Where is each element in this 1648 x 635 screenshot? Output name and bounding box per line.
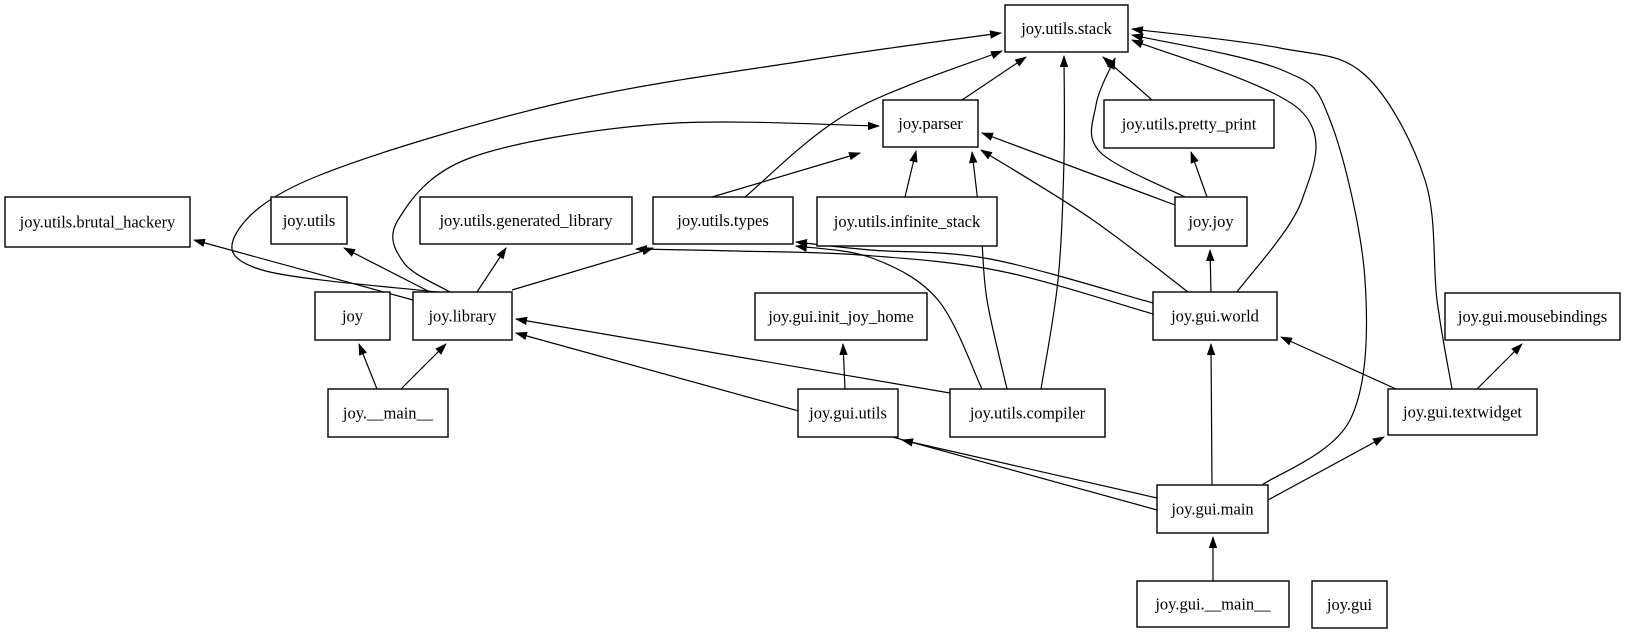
edge-joy_utils_types-to-joy_utils_stack [744,50,1003,198]
node-joy_gui_world: joy.gui.world [1152,291,1278,341]
node-label-joy_gui: joy.gui [1326,595,1373,614]
edge-joy_gui_world-to-joy_utils_stack [1131,39,1317,293]
node-box-joy_utils [270,196,348,245]
edge-joy_gui_utils-to-joy_gui_init_joy_home [839,343,848,390]
node-joy_gui: joy.gui [1311,580,1388,629]
edge-joy_gui_world-to-joy_parser [980,149,1189,293]
node-joy: joy [314,291,391,341]
edge-joy_utils_pretty_print-to-joy_utils_stack [1102,56,1153,101]
node-box-joy_utils_pretty_print [1103,99,1275,149]
edge-joy_library-to-joy_utils [343,247,431,293]
edge-joy_main-to-joy_library [400,343,447,390]
edge-joy_utils_compiler-to-joy_parser [969,151,1008,390]
node-label-joy_gui_textwidget: joy.gui.textwidget [1402,403,1522,422]
node-box-joy_gui_init_joy_home [754,292,928,341]
node-joy_gui_utils: joy.gui.utils [797,388,899,438]
node-box-joy_parser [882,99,979,148]
node-label-joy_gui___main__: joy.gui.__main__ [1154,595,1271,614]
node-box-joy_library [412,291,513,341]
edge-joy_library-to-joy_utils_brutal_hackery [193,238,414,301]
node-label-joy_utils_types: joy.utils.types [676,211,769,230]
edge-joy_library-to-joy_utils_stack [231,30,1002,293]
node-joy_utils: joy.utils [270,196,348,245]
node-joy_utils_stack: joy.utils.stack [1004,4,1129,53]
node-box-joy_utils_brutal_hackery [4,196,191,248]
node-label-joy_utils_pretty_print: joy.utils.pretty_print [1121,115,1257,134]
node-joy_utils_infinite_stack: joy.utils.infinite_stack [816,196,998,247]
node-joy_gui_init_joy_home: joy.gui.init_joy_home [754,292,928,341]
edge-joy_gui_main-to-joy_utils_stack [1131,33,1368,486]
node-box-joy_utils_types [652,196,794,245]
node-box-joy [314,291,391,341]
edge-joy_gui_main-to-joy_gui_world [1206,343,1216,486]
node-box-joy_gui_world [1152,291,1278,341]
edge-joy_utils_compiler-to-joy_utils_types [795,243,983,390]
node-box-joy_utils_generated_library [419,196,633,245]
node-label-joy_joy: joy.joy [1187,212,1234,231]
edge-joy_gui_textwidget-to-joy_gui_world [1280,336,1397,390]
node-joy_main: joy.__main__ [327,388,449,438]
node-joy_utils_brutal_hackery: joy.utils.brutal_hackery [4,196,191,248]
node-box-joy_utils_stack [1004,4,1129,53]
edge-joy_gui_main-to-joy_gui_utils [901,438,1158,499]
node-joy_library: joy.library [412,291,513,341]
edge-joy_utils_infinite_stack-to-joy_parser [904,150,918,198]
edge-joy_utils_compiler-to-joy_utils_stack [1040,55,1069,390]
node-joy_gui_textwidget: joy.gui.textwidget [1387,388,1538,436]
node-label-joy_library: joy.library [427,307,497,326]
node-label-joy_utils_compiler: joy.utils.compiler [969,404,1086,423]
node-joy_utils_types: joy.utils.types [652,196,794,245]
node-label-joy_utils_infinite_stack: joy.utils.infinite_stack [833,212,981,231]
node-label-joy_gui_world: joy.gui.world [1170,307,1260,326]
node-label-joy_utils_brutal_hackery: joy.utils.brutal_hackery [19,213,176,232]
node-joy_utils_compiler: joy.utils.compiler [949,388,1106,438]
node-joy_joy: joy.joy [1174,196,1248,247]
node-joy_gui___main__: joy.gui.__main__ [1136,580,1290,628]
node-label-joy_utils: joy.utils [282,211,336,230]
node-label-joy_utils_generated_library: joy.utils.generated_library [438,211,613,230]
node-label-joy_gui_utils: joy.gui.utils [808,404,887,423]
node-box-joy_joy [1174,196,1248,247]
node-label-joy_utils_stack: joy.utils.stack [1020,19,1112,38]
edge-joy_library-to-joy_utils_types [511,247,654,291]
edge-joy_gui_textwidget-to-joy_gui_mousebindings [1476,343,1523,390]
edge-joy_library-to-joy_parser [392,121,880,293]
node-joy_parser: joy.parser [882,99,979,148]
edge-joy_parser-to-joy_utils_stack [961,56,1027,101]
node-label-joy_main: joy.__main__ [342,404,434,423]
edge-joy_main-to-joy [358,343,378,390]
edges-layer [193,26,1523,581]
edge-joy_utils_types-to-joy_parser [711,152,861,198]
node-label-joy: joy [341,307,364,326]
node-box-joy_gui___main__ [1136,580,1290,628]
node-joy_gui_main: joy.gui.main [1156,484,1269,534]
node-label-joy_parser: joy.parser [897,114,963,133]
node-box-joy_gui_mousebindings [1444,292,1621,341]
edge-joy_library-to-joy_utils_generated_library [476,247,507,293]
node-label-joy_gui_init_joy_home: joy.gui.init_joy_home [767,307,914,326]
edge-joy_gui_world-to-joy_utils_types [795,239,1154,304]
node-label-joy_gui_main: joy.gui.main [1170,500,1253,519]
node-box-joy_gui_main [1156,484,1269,534]
node-box-joy_gui_textwidget [1387,388,1538,436]
edge-joy_joy-to-joy_parser [981,132,1176,206]
edge-joy_joy-to-joy_utils_stack [1090,57,1186,198]
node-box-joy_gui [1311,580,1388,629]
edge-joy_gui_world-to-joy_utils_generated_library [635,245,1154,315]
node-joy_utils_pretty_print: joy.utils.pretty_print [1103,99,1275,149]
edge-joy_utils_compiler-to-joy_library [515,316,951,394]
edge-joy_joy-to-joy_utils_pretty_print [1190,151,1208,198]
node-box-joy_utils_infinite_stack [816,196,998,247]
node-label-joy_gui_mousebindings: joy.gui.mousebindings [1457,307,1607,326]
nodes-layer: joy.utils.stack joy.parser joy.utils.prett… [4,4,1621,629]
node-box-joy_utils_compiler [949,388,1106,438]
node-box-joy_main [327,388,449,438]
node-joy_gui_mousebindings: joy.gui.mousebindings [1444,292,1621,341]
edge-joy_gui_world-to-joy_joy [1206,249,1215,293]
node-box-joy_gui_utils [797,388,899,438]
node-joy_utils_generated_library: joy.utils.generated_library [419,196,633,245]
edge-joy_gui_main-to-joy_gui_textwidget [1267,436,1385,501]
edge-joy_gui_textwidget-to-joy_utils_stack [1131,26,1453,390]
